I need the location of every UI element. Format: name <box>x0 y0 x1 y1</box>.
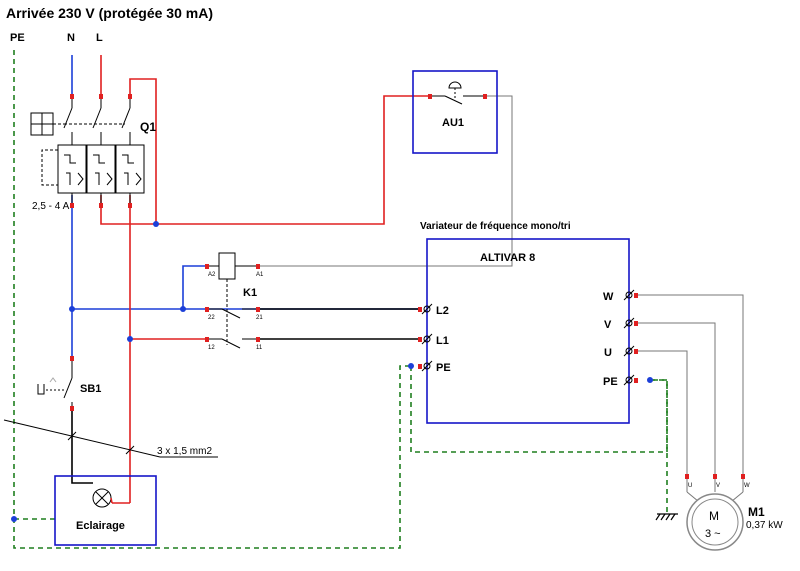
terminal-icon <box>70 356 74 361</box>
drive-box <box>426 238 630 424</box>
lighting-label: Eclairage <box>76 520 125 532</box>
breaker-rating: 2,5 - 4 A <box>32 201 70 212</box>
contact-21-label: 21 <box>256 315 263 321</box>
contact-12-label: 12 <box>208 345 215 351</box>
terminal-icon <box>483 94 487 99</box>
phase-junction <box>153 221 159 227</box>
contactor-k1 <box>207 252 258 349</box>
drive-output-pe: PE <box>603 376 618 388</box>
emergency-stop-icon <box>430 81 485 105</box>
l-supply-label: L <box>96 32 103 44</box>
neutral-conductors <box>71 55 420 358</box>
drive-caption: Variateur de fréquence mono/tri <box>420 221 571 232</box>
motor-power: 0,37 kW <box>746 520 783 531</box>
drive-input-pe: PE <box>436 362 451 374</box>
neutral-junction <box>69 306 75 312</box>
coil-a2-label: A2 <box>208 272 216 278</box>
earth-junction <box>11 516 17 522</box>
motor-terminal-v: V <box>716 483 720 489</box>
cable-marker <box>3 419 218 458</box>
breaker-name: Q1 <box>140 120 156 134</box>
contactor-coil-icon <box>218 252 236 280</box>
pe-supply-label: PE <box>10 32 25 44</box>
drive-input-l1: L1 <box>436 335 449 347</box>
drive-output-w: W <box>603 291 614 303</box>
earth-junction <box>408 363 414 369</box>
pushbutton-name: SB1 <box>80 383 101 395</box>
ground-icon <box>655 513 678 521</box>
motor-icon <box>686 493 744 551</box>
phase-conductors <box>100 55 430 504</box>
motor-name: M1 <box>748 505 765 519</box>
emergency-stop-name: AU1 <box>442 117 464 129</box>
earth-conductors <box>13 50 668 549</box>
motor-symbol-phase: 3 ~ <box>705 528 721 540</box>
motor-symbol-m: M <box>709 509 719 523</box>
drive-output-v: V <box>604 319 612 331</box>
motor-terminal-markers <box>685 474 745 479</box>
breaker-terminals <box>70 94 132 208</box>
phase-junction <box>127 336 133 342</box>
breaker-q1 <box>30 96 145 203</box>
cable-label: 3 x 1,5 mm2 <box>157 446 212 457</box>
neutral-junction <box>180 306 186 312</box>
contact-11-label: 11 <box>256 345 263 351</box>
drive-output-u: U <box>604 347 612 359</box>
drive-input-l2: L2 <box>436 305 449 317</box>
emergency-stop-box <box>412 70 498 154</box>
terminal-icon <box>428 94 432 99</box>
earth-junction <box>647 377 653 383</box>
pushbutton-sb1 <box>37 358 73 410</box>
lighting-box <box>54 475 157 546</box>
contact-22-label: 22 <box>208 315 215 321</box>
control-wires <box>258 95 744 476</box>
black-wires <box>71 308 420 484</box>
drive-terminals <box>421 289 635 386</box>
contactor-name: K1 <box>243 287 257 299</box>
contactor-terminals <box>205 264 260 342</box>
motor-terminal-w: W <box>744 483 750 489</box>
motor-terminal-u: U <box>688 483 692 489</box>
coil-a1-label: A1 <box>256 272 264 278</box>
drive-model: ALTIVAR 8 <box>480 252 535 264</box>
terminal-icon <box>70 406 74 411</box>
lamp-icon <box>92 488 112 508</box>
n-supply-label: N <box>67 32 75 44</box>
diagram-title: Arrivée 230 V (protégée 30 mA) <box>6 5 213 21</box>
motor-inner-ring <box>691 498 739 546</box>
drive-terminal-markers <box>418 293 638 383</box>
